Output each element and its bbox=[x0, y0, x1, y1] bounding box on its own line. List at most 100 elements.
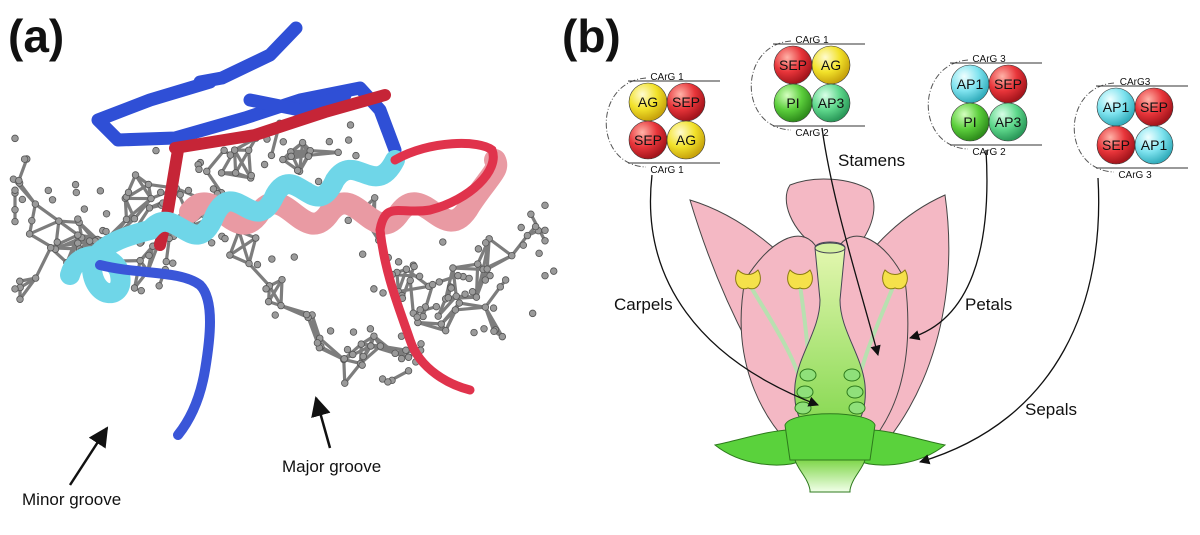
protein-label: AG bbox=[638, 94, 658, 110]
protein-label: AP1 bbox=[1103, 99, 1130, 115]
dna-atom bbox=[416, 273, 423, 280]
dna-atom bbox=[227, 252, 234, 259]
panel-b: (b) Ca bbox=[562, 10, 1188, 492]
protein-label: AP3 bbox=[818, 95, 845, 111]
dna-atom bbox=[248, 172, 255, 179]
dna-atom bbox=[45, 187, 52, 194]
dna-atom bbox=[395, 259, 402, 266]
protein-label: AG bbox=[821, 57, 841, 73]
dna-atom bbox=[469, 288, 476, 295]
protein-label: AP1 bbox=[957, 76, 984, 92]
dna-atom bbox=[221, 147, 228, 154]
dna-atom bbox=[542, 202, 549, 209]
protein-label: AP1 bbox=[1141, 137, 1168, 153]
dna-atom bbox=[359, 251, 366, 258]
dna-atom bbox=[268, 152, 275, 159]
dna-atom bbox=[341, 355, 348, 362]
dna-atom bbox=[359, 362, 366, 369]
dna-atom bbox=[222, 235, 229, 242]
carpels-label: Carpels bbox=[614, 295, 673, 314]
stigma bbox=[815, 243, 845, 253]
dna-atom bbox=[509, 252, 516, 259]
panel-b-label: (b) bbox=[562, 10, 621, 62]
dna-atom bbox=[462, 291, 469, 298]
dna-atom bbox=[345, 217, 352, 224]
protein-label: PI bbox=[963, 114, 976, 130]
dna-atom bbox=[407, 277, 414, 284]
dna-atom bbox=[299, 139, 306, 146]
dna-atom bbox=[380, 290, 387, 297]
dna-atom bbox=[532, 223, 539, 230]
dna-atom bbox=[466, 275, 473, 282]
dna-atom bbox=[16, 177, 23, 184]
dna-atom bbox=[305, 153, 312, 160]
dna-atom bbox=[291, 254, 298, 261]
dna-atom bbox=[123, 216, 130, 223]
dna-atom bbox=[358, 341, 365, 348]
ovule bbox=[849, 402, 865, 414]
dna-atom bbox=[12, 206, 19, 213]
dna-atom bbox=[17, 296, 24, 303]
dna-atom bbox=[367, 326, 374, 333]
dna-atom bbox=[368, 343, 375, 350]
protein-label: SEP bbox=[779, 57, 807, 73]
dna-atom bbox=[327, 328, 334, 335]
dna-atom bbox=[542, 272, 549, 279]
dna-atom bbox=[528, 211, 535, 218]
dna-atom bbox=[54, 239, 61, 246]
dna-atom bbox=[542, 237, 549, 244]
dna-atom bbox=[145, 181, 152, 188]
dna-atom bbox=[335, 149, 342, 156]
ovule bbox=[795, 402, 811, 414]
protein-label: SEP bbox=[1140, 99, 1168, 115]
dna-atom bbox=[411, 263, 418, 270]
ovule bbox=[800, 369, 816, 381]
dna-atom bbox=[417, 306, 424, 313]
dna-atom bbox=[403, 266, 410, 273]
dna-atom bbox=[218, 170, 225, 177]
dna-atom bbox=[536, 250, 543, 257]
dna-atom bbox=[245, 147, 252, 154]
dna-atom bbox=[438, 321, 445, 328]
dna-atom bbox=[125, 189, 132, 196]
flower-illustration bbox=[690, 179, 949, 492]
dna-atom bbox=[163, 258, 170, 265]
dna-atom bbox=[484, 266, 491, 273]
dna-atom bbox=[360, 353, 367, 360]
dna-atom bbox=[491, 328, 498, 335]
dna-atom bbox=[196, 166, 203, 173]
dna-atom bbox=[156, 283, 163, 290]
dna-atom bbox=[550, 268, 557, 275]
protein-label: AP3 bbox=[995, 114, 1022, 130]
sepal-center bbox=[785, 414, 875, 460]
dna-atom bbox=[12, 286, 19, 293]
dna-atom bbox=[303, 311, 310, 318]
carg-top-label: CArG 3 bbox=[972, 54, 1006, 65]
dna-atom bbox=[26, 231, 33, 238]
dna-atom bbox=[502, 277, 509, 284]
dna-atom bbox=[481, 325, 488, 332]
dna-atom bbox=[542, 227, 549, 234]
dna-atom bbox=[455, 272, 462, 279]
dna-atom bbox=[518, 224, 525, 231]
dna-atom bbox=[524, 232, 531, 239]
major-groove-arrow bbox=[316, 398, 330, 448]
dna-atom bbox=[314, 340, 321, 347]
dna-atom bbox=[436, 279, 443, 286]
dna-atom bbox=[73, 189, 80, 196]
dna-atom bbox=[405, 354, 412, 361]
stem bbox=[795, 460, 865, 492]
dna-atom bbox=[265, 298, 272, 305]
ovule bbox=[844, 369, 860, 381]
dna-atom bbox=[448, 285, 455, 292]
dna-atom bbox=[353, 152, 360, 159]
dna-atom bbox=[12, 218, 19, 225]
protein-label: SEP bbox=[672, 94, 700, 110]
dna-atom bbox=[471, 329, 478, 336]
dna-atom bbox=[261, 161, 268, 168]
